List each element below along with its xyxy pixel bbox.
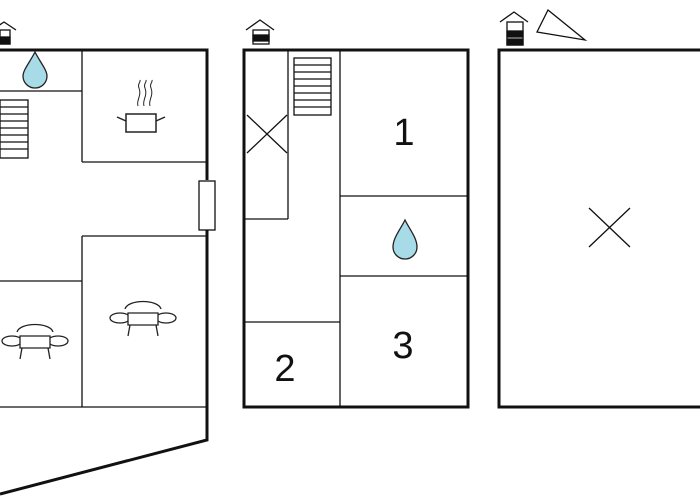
attic-outer-wall [497,48,700,409]
first-outer-wall [242,48,470,409]
room-label-2: 2 [274,348,295,390]
house-level-attic-icon [499,11,529,46]
armchair-icon [1,323,69,360]
ground-window [198,180,216,231]
armchair-icon [109,300,177,337]
water-drop-icon [22,50,48,89]
floor-plan-attic [497,8,700,409]
water-drop-icon [392,218,418,260]
ground-outer-wall [0,48,209,496]
roof-slope-icon [536,8,588,42]
room-label-1: 1 [393,112,414,154]
floor-plan-ground [0,21,216,496]
stairs-icon [293,57,332,116]
cooking-pot-icon [116,79,166,133]
cross-mark-icon [588,207,631,248]
house-level-first-icon [245,19,275,45]
house-level-ground-icon [0,21,17,45]
stairs-icon [0,99,29,159]
cross-mark-icon [246,114,288,154]
floor-plan-first [242,19,470,409]
room-label-3: 3 [392,325,413,367]
